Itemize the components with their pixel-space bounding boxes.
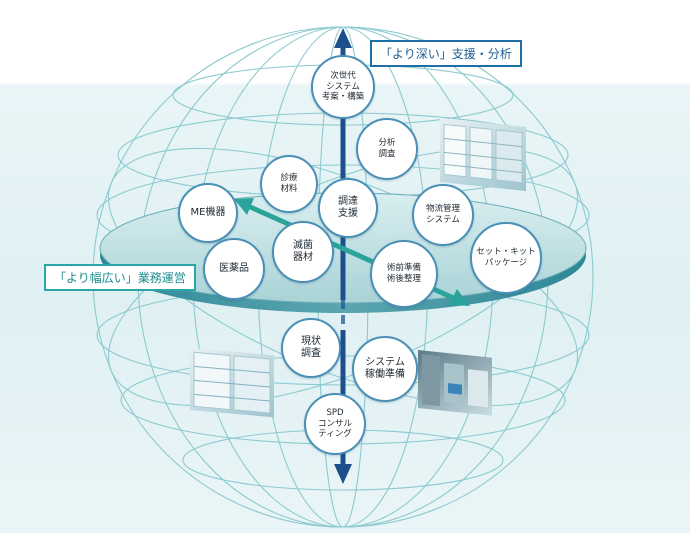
node-me-equipment: ME機器	[178, 183, 238, 243]
node-medical-materials: 診療 材料	[260, 155, 318, 213]
node-current-survey: 現状 調査	[281, 318, 341, 378]
axis-arrowhead-bottom	[334, 464, 352, 484]
node-sterilized-equipment: 滅菌 器材	[272, 221, 334, 283]
horizontal-axis-label: 「より幅広い」業務運営	[44, 264, 196, 291]
node-spd-consulting: SPD コンサル ティング	[304, 393, 366, 455]
node-procurement-support: 調達 支援	[318, 178, 378, 238]
photo-operations-bottom-right	[418, 350, 492, 416]
axis-arrowhead-top	[334, 28, 352, 48]
node-logistics-system: 物流管理 システム	[412, 184, 474, 246]
node-pharmaceuticals: 医薬品	[203, 238, 265, 300]
photo-storage-top-right	[440, 118, 526, 191]
node-next-gen-system: 次世代 システム 考案・構築	[311, 55, 375, 119]
node-system-operation-prep: システム 稼働準備	[352, 336, 418, 402]
photo-shelves-left	[190, 348, 274, 417]
node-analysis-research: 分析 調査	[356, 118, 418, 180]
node-set-kit-package: セット・キット パッケージ	[470, 222, 542, 294]
vertical-axis-label: 「より深い」支援・分析	[370, 40, 522, 67]
node-surgery-prep: 術前準備 術後整理	[370, 240, 438, 308]
